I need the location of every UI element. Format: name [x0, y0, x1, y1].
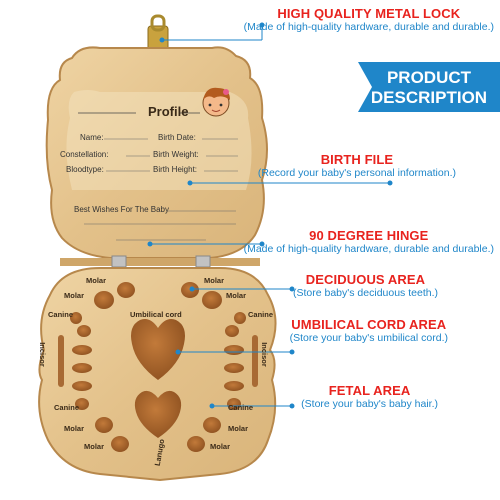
- canine-label-tr: Canine: [248, 310, 274, 319]
- callout-title: FETAL AREA: [328, 383, 411, 398]
- pointer-dot: [259, 241, 265, 247]
- callout-subtitle: (Store baby's deciduous teeth.): [292, 287, 438, 299]
- pointer-dot: [147, 241, 153, 247]
- callout-title: UMBILICAL CORD AREA: [291, 317, 447, 332]
- molar-label-r: Molar: [226, 291, 247, 300]
- metal-lock: [147, 14, 169, 51]
- wishes-label: Best Wishes For The Baby: [74, 205, 169, 214]
- molar-label-br2: Molar: [210, 442, 231, 451]
- pointer-lines: [150, 25, 390, 407]
- umbilical-cord-label: Umbilical cord: [130, 310, 182, 319]
- pointer-dot: [159, 37, 165, 43]
- pointer-dot: [175, 349, 181, 355]
- molar-label-l: Molar: [64, 291, 85, 300]
- callout-subtitle: (Store your baby's baby hair.): [301, 398, 438, 410]
- banner-notch: [358, 62, 372, 112]
- molar-label-br1: Molar: [228, 424, 249, 433]
- callout-subtitle: (Made of high-quality hardware, durable …: [243, 21, 494, 33]
- birth-weight-label: Birth Weight:: [153, 150, 199, 159]
- banner-line1: PRODUCT: [386, 68, 472, 87]
- callout-deciduous: DECIDUOUS AREA (Store baby's deciduous t…: [293, 272, 438, 299]
- pointer-dot: [259, 22, 265, 28]
- profile-title: Profile: [148, 104, 189, 119]
- callout-subtitle: (Made of high-quality hardware, durable …: [243, 243, 494, 255]
- pointer-dot: [289, 286, 295, 292]
- canine-label-br: Canine: [228, 403, 254, 412]
- callout-fetal: FETAL AREA (Store your baby's baby hair.…: [301, 383, 438, 410]
- callout-subtitle: (Store your baby's umbilical cord.): [289, 332, 448, 344]
- callout-umbilical: UMBILICAL CORD AREA (Store your baby's u…: [290, 317, 448, 344]
- callout-title: BIRTH FILE: [320, 152, 394, 167]
- incisor-label-left: Incisor: [37, 342, 47, 367]
- pointer-dot: [187, 180, 193, 186]
- constellation-label: Constellation:: [60, 150, 109, 159]
- bloodtype-label: Bloodtype:: [66, 165, 104, 174]
- name-label: Name:: [80, 133, 104, 142]
- molar-label-tr: Molar: [204, 276, 225, 285]
- product-description-banner: PRODUCT DESCRIPTION: [358, 62, 500, 112]
- birth-date-label: Birth Date:: [158, 133, 196, 142]
- callout-title: HIGH QUALITY METAL LOCK: [277, 6, 461, 21]
- tooth-holes: [58, 282, 258, 452]
- baby-face-icon: [202, 87, 230, 117]
- molar-label-tl: Molar: [86, 276, 107, 285]
- umbilical-cord-compartment: [131, 319, 185, 380]
- fetal-hair-compartment: [134, 390, 182, 438]
- callout-hinge: 90 DEGREE HINGE (Made of high-quality ha…: [244, 228, 494, 255]
- banner-line2: DESCRIPTION: [370, 88, 488, 107]
- callout-birth-file: BIRTH FILE (Record your baby's personal …: [258, 152, 456, 179]
- incisor-label-right: Incisor: [259, 342, 269, 367]
- molar-label-bl1: Molar: [64, 424, 85, 433]
- callout-subtitle: (Record your baby's personal information…: [257, 167, 456, 179]
- canine-label-bl: Canine: [54, 403, 80, 412]
- callout-title: 90 DEGREE HINGE: [309, 228, 429, 243]
- pointer-dot: [209, 403, 215, 409]
- canine-label-tl: Canine: [48, 310, 74, 319]
- birth-height-label: Birth Height:: [153, 165, 198, 174]
- callout-title: DECIDUOUS AREA: [305, 272, 426, 287]
- pointer-dot: [189, 286, 195, 292]
- pointer-dot: [289, 403, 295, 409]
- molar-label-bl2: Molar: [84, 442, 105, 451]
- pointer-dot: [387, 180, 393, 186]
- callout-metal-lock: HIGH QUALITY METAL LOCK (Made of high-qu…: [244, 6, 494, 33]
- pointer-dot: [289, 349, 295, 355]
- profile-sheet: [66, 90, 252, 241]
